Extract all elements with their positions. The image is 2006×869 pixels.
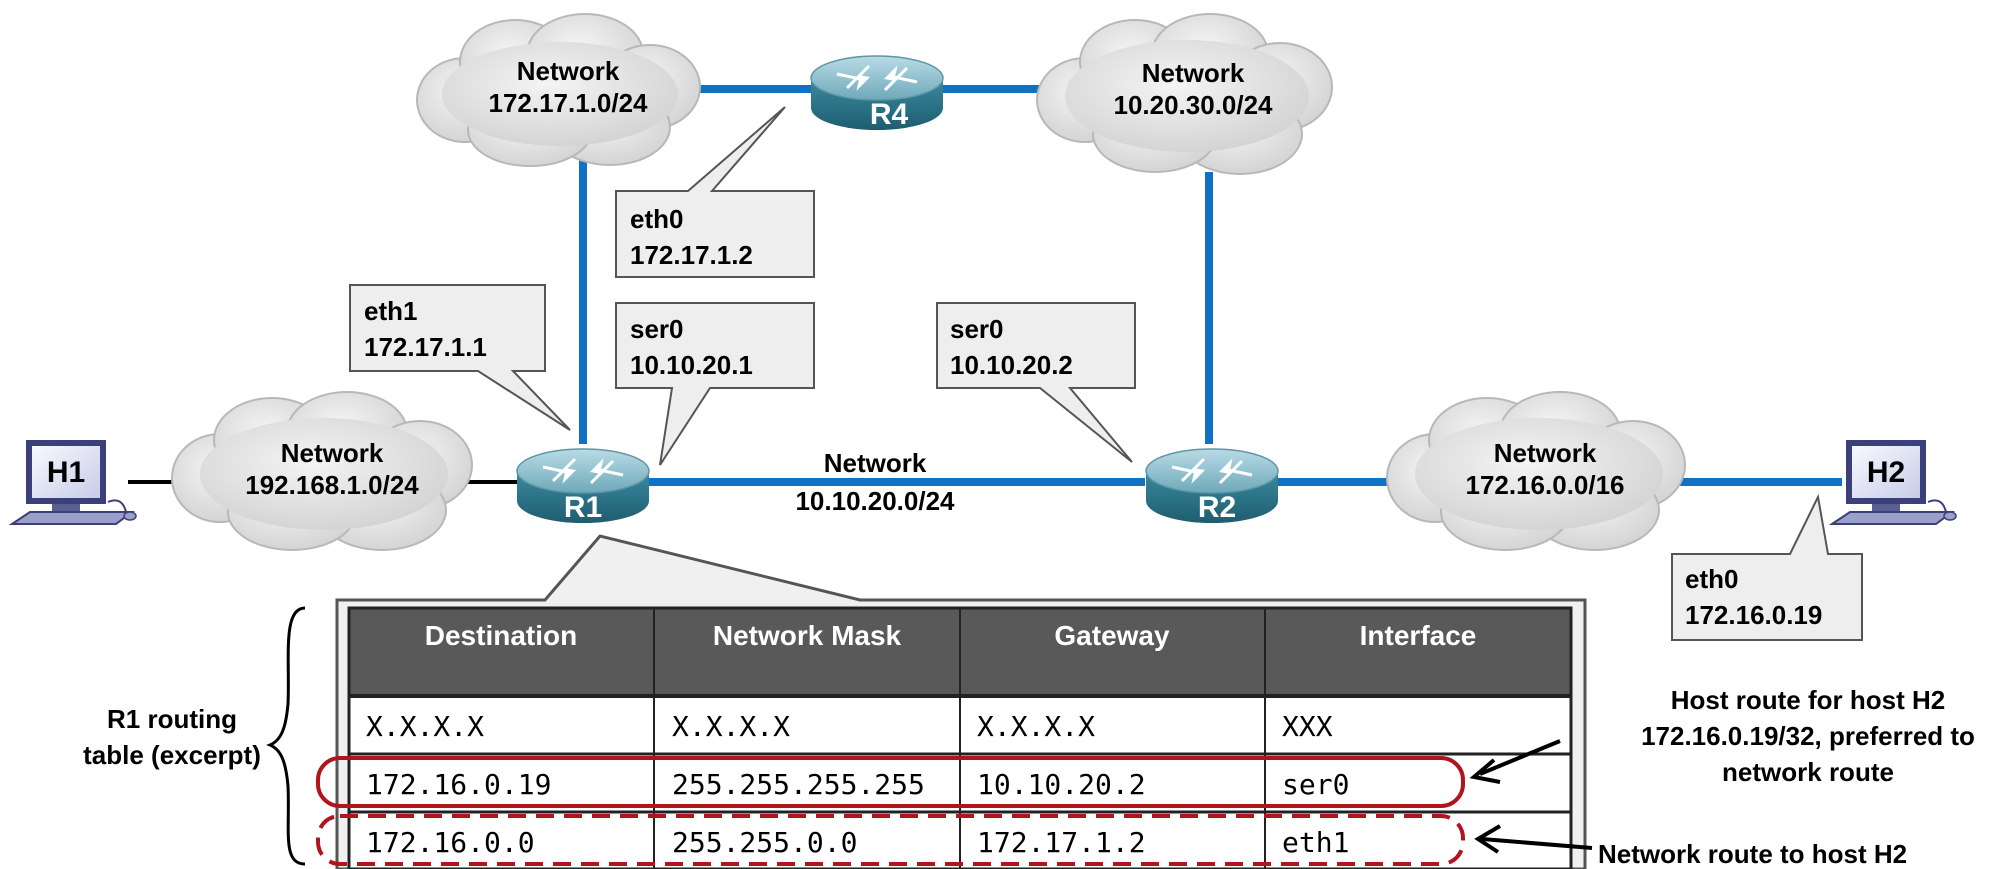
host-route-arrowhead [1469,758,1501,784]
cell-destination: 172.16.0.19 [366,768,551,801]
cell-gateway: X.X.X.X [977,710,1095,743]
cloud-net-172-16: Network 172.16.0.0/16 [1386,391,1686,551]
cloud-label-line1: Network [1494,438,1597,468]
cloud-label-line1: Network [1142,58,1245,88]
router-r2-label: R2 [1198,491,1236,524]
keyboard-icon [8,511,135,525]
host-route-highlight [316,756,1465,808]
router-arrows-icon [542,457,624,485]
cell-destination: X.X.X.X [366,710,484,743]
table-row: 172.16.0.0 255.255.0.0 172.17.1.2 eth1 [366,826,1349,859]
cloud-label-line2: 172.17.1.0/24 [488,88,648,118]
cloud-net-172-17-1: Network 172.17.1.0/24 [416,13,701,167]
host-route-annotation-line1: Host route for host H2 [1671,685,1945,715]
callout-h2-eth0: eth0 172.16.0.19 [1671,493,1863,641]
router-r4-label: R4 [870,98,909,131]
cloud-net-10-20-30: Network 10.20.30.0/24 [1036,13,1333,175]
callout-line1: eth0 [630,204,683,234]
network-route-arrow [1481,837,1593,850]
callout-line1: ser0 [950,314,1004,344]
router-r4[interactable]: R4 [810,55,944,131]
host-h1[interactable]: H1 [8,440,137,525]
cloud-net-192-168-1: Network 192.168.1.0/24 [171,391,473,551]
router-r2[interactable]: R2 [1145,448,1279,524]
cell-network-mask: 255.255.255.255 [672,768,925,801]
serial-network-label: Network 10.10.20.0/24 [795,448,955,516]
network-route-highlight [316,814,1465,866]
serial-network-label-line2: 10.10.20.0/24 [795,486,955,516]
cell-network-mask: 255.255.0.0 [672,826,857,859]
host-route-arrow [1479,739,1561,776]
host-route-annotation-line3: network route [1722,757,1894,787]
cloud-label-line1: Network [281,438,384,468]
keyboard-icon [1828,511,1955,525]
callout-line2: 172.17.1.1 [364,332,487,362]
callout-r1-eth1: eth1 172.17.1.1 [349,284,571,431]
table-row: X.X.X.X X.X.X.X X.X.X.X XXX [366,710,1333,743]
host-h2-label: H2 [1867,456,1905,489]
callout-line2: 10.10.20.2 [950,350,1073,380]
routing-table-brace: R1 routing table (excerpt) [83,606,306,866]
cloud-label-line2: 10.20.30.0/24 [1113,90,1273,120]
cell-network-mask: X.X.X.X [672,710,790,743]
column-header-interface: Interface [1360,620,1477,651]
table-row: 172.16.0.19 255.255.255.255 10.10.20.2 s… [366,768,1349,801]
cell-destination: 172.16.0.0 [366,826,535,859]
router-r1[interactable]: R1 [516,448,650,524]
cloud-label-line2: 192.168.1.0/24 [245,470,419,500]
callout-r2-ser0: ser0 10.10.20.2 [936,302,1136,463]
network-route-arrowhead [1474,824,1502,854]
callout-r4-eth0: eth0 172.17.1.2 [615,106,815,278]
host-route-annotation-line2: 172.16.0.19/32, preferred to [1641,721,1975,751]
column-header-destination: Destination [425,620,577,651]
router-r1-label: R1 [564,491,602,524]
callout-line1: eth1 [364,296,417,326]
callout-r1-ser0: ser0 10.10.20.1 [615,302,815,466]
links [128,85,1842,486]
callout-line2: 10.10.20.1 [630,350,753,380]
callout-line1: ser0 [630,314,684,344]
routing-table: Destination Network Mask Gateway Interfa… [347,606,1573,869]
routing-table-label-line1: R1 routing [107,704,237,734]
cell-gateway: 10.10.20.2 [977,768,1146,801]
column-header-network-mask: Network Mask [713,620,902,651]
callout-line2: 172.17.1.2 [630,240,753,270]
router-arrows-icon [1171,457,1253,485]
routing-table-label-line2: table (excerpt) [83,740,261,770]
column-header-gateway: Gateway [1054,620,1170,651]
cell-gateway: 172.17.1.2 [977,826,1146,859]
callout-line1: eth0 [1685,564,1738,594]
callout-line2: 172.16.0.19 [1685,600,1822,630]
serial-network-label-line1: Network [824,448,927,478]
host-h1-label: H1 [47,456,85,489]
cell-interface: ser0 [1282,768,1349,801]
network-route-annotation-text: Network route to host H2 [1598,839,1907,869]
cell-interface: XXX [1282,710,1333,743]
cloud-label-line1: Network [517,56,620,86]
host-h2[interactable]: H2 [1828,440,1957,525]
router-arrows-icon [836,64,918,92]
host-route-annotation: Host route for host H2 172.16.0.19/32, p… [1469,685,1975,787]
network-route-annotation: Network route to host H2 [1474,824,1907,869]
cell-interface: eth1 [1282,826,1349,859]
cloud-label-line2: 172.16.0.0/16 [1465,470,1624,500]
